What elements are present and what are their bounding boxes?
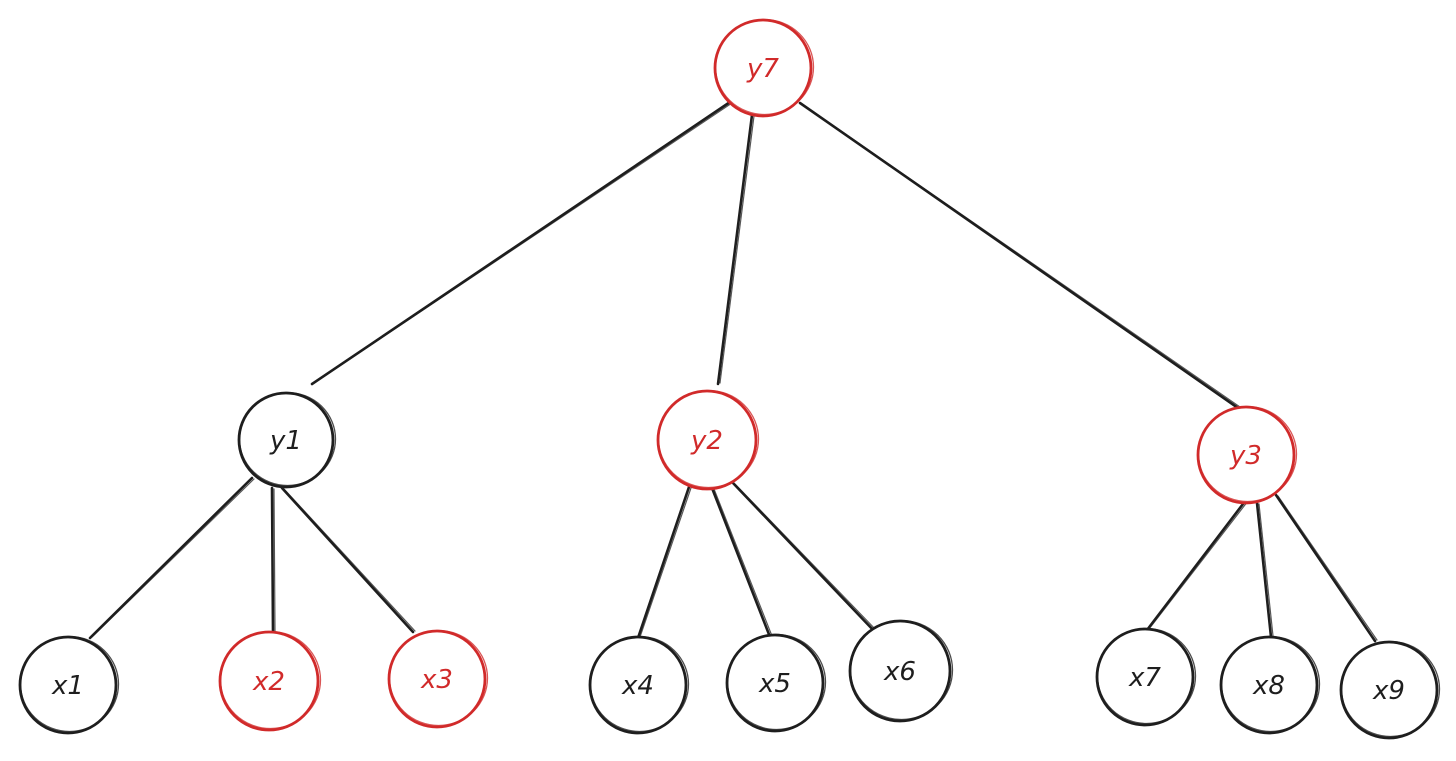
node-label: y7: [746, 54, 779, 84]
node-circle-sketch: [714, 18, 815, 116]
node-label: x7: [1128, 663, 1161, 693]
nodes-layer: y7 y1 y2 y3 x1 x2 x3 x4 x5 x6 x7 x8 x9: [18, 18, 1441, 740]
edge-line-sketch: [1148, 500, 1249, 630]
node-label: y1: [269, 426, 302, 456]
node-circle-sketch: [1340, 640, 1441, 738]
edge-line: [716, 113, 754, 386]
node-label: x8: [1252, 671, 1285, 701]
edge-line-sketch: [91, 478, 255, 638]
node-label: y3: [1229, 441, 1262, 471]
edge-line: [1145, 498, 1248, 632]
node-label: x9: [1372, 676, 1405, 706]
edge-line: [1274, 493, 1377, 643]
node-circle-sketch: [1096, 627, 1197, 725]
edge-line: [710, 486, 772, 639]
edge-y2-x6: [731, 481, 879, 635]
edge-y3-x9: [1274, 493, 1378, 643]
node-y1: y1: [237, 391, 337, 489]
node-x5: x5: [725, 633, 827, 733]
node-x1: x1: [18, 635, 120, 735]
node-circle-sketch: [219, 630, 322, 730]
node-circle-sketch: [238, 391, 337, 487]
edge-line-sketch: [283, 488, 416, 632]
edge-line-sketch: [1277, 495, 1378, 641]
edge-line-sketch: [719, 115, 755, 384]
node-circle-sketch: [1220, 635, 1321, 733]
node-x3: x3: [387, 629, 489, 729]
edge-y7-y2: [716, 113, 755, 386]
node-label: x2: [252, 667, 285, 697]
edge-line-sketch: [713, 488, 773, 637]
node-x9: x9: [1339, 640, 1441, 740]
edge-y2-x4: [636, 482, 693, 640]
node-x6: x6: [848, 619, 954, 723]
node-circle-sketch: [726, 633, 827, 731]
node-x7: x7: [1095, 627, 1197, 727]
edge-line: [270, 486, 275, 635]
edge-line-sketch: [639, 484, 693, 638]
node-circle-sketch: [1197, 405, 1298, 503]
edge-line: [636, 482, 692, 640]
node-label: x3: [420, 665, 453, 695]
edge-y3-x8: [1255, 501, 1274, 639]
edge-line: [280, 486, 415, 634]
edge-y1-x2: [270, 486, 276, 635]
edge-line-sketch: [1258, 503, 1274, 637]
edge-y7-y3: [798, 101, 1241, 410]
edge-y3-x7: [1145, 498, 1249, 632]
node-label: x6: [883, 657, 916, 687]
edges-layer: [88, 98, 1378, 643]
node-label: y2: [690, 426, 723, 456]
node-x2: x2: [218, 630, 322, 732]
node-label: x4: [621, 671, 654, 701]
node-x8: x8: [1219, 635, 1321, 735]
node-y7: y7: [713, 18, 815, 118]
edge-y1-x1: [88, 476, 255, 640]
node-circle-sketch: [849, 619, 954, 721]
node-circle-sketch: [19, 635, 120, 733]
node-circle-sketch: [657, 389, 760, 489]
edge-line-sketch: [734, 483, 879, 633]
node-y2: y2: [656, 389, 760, 491]
edge-line: [1255, 501, 1273, 639]
edge-y2-x5: [710, 486, 773, 639]
node-y3: y3: [1196, 405, 1298, 505]
edge-line-sketch: [273, 488, 276, 633]
edge-line: [731, 481, 878, 635]
edge-line-sketch: [801, 103, 1241, 408]
node-circle-sketch: [589, 635, 690, 733]
edge-line-sketch: [313, 100, 736, 384]
node-label: x5: [758, 669, 791, 699]
edge-y1-x3: [280, 486, 416, 634]
node-x4: x4: [588, 635, 690, 735]
edge-line: [88, 476, 254, 640]
node-circle-sketch: [388, 629, 489, 727]
node-label: x1: [51, 671, 84, 701]
edge-y7-y1: [310, 98, 736, 386]
